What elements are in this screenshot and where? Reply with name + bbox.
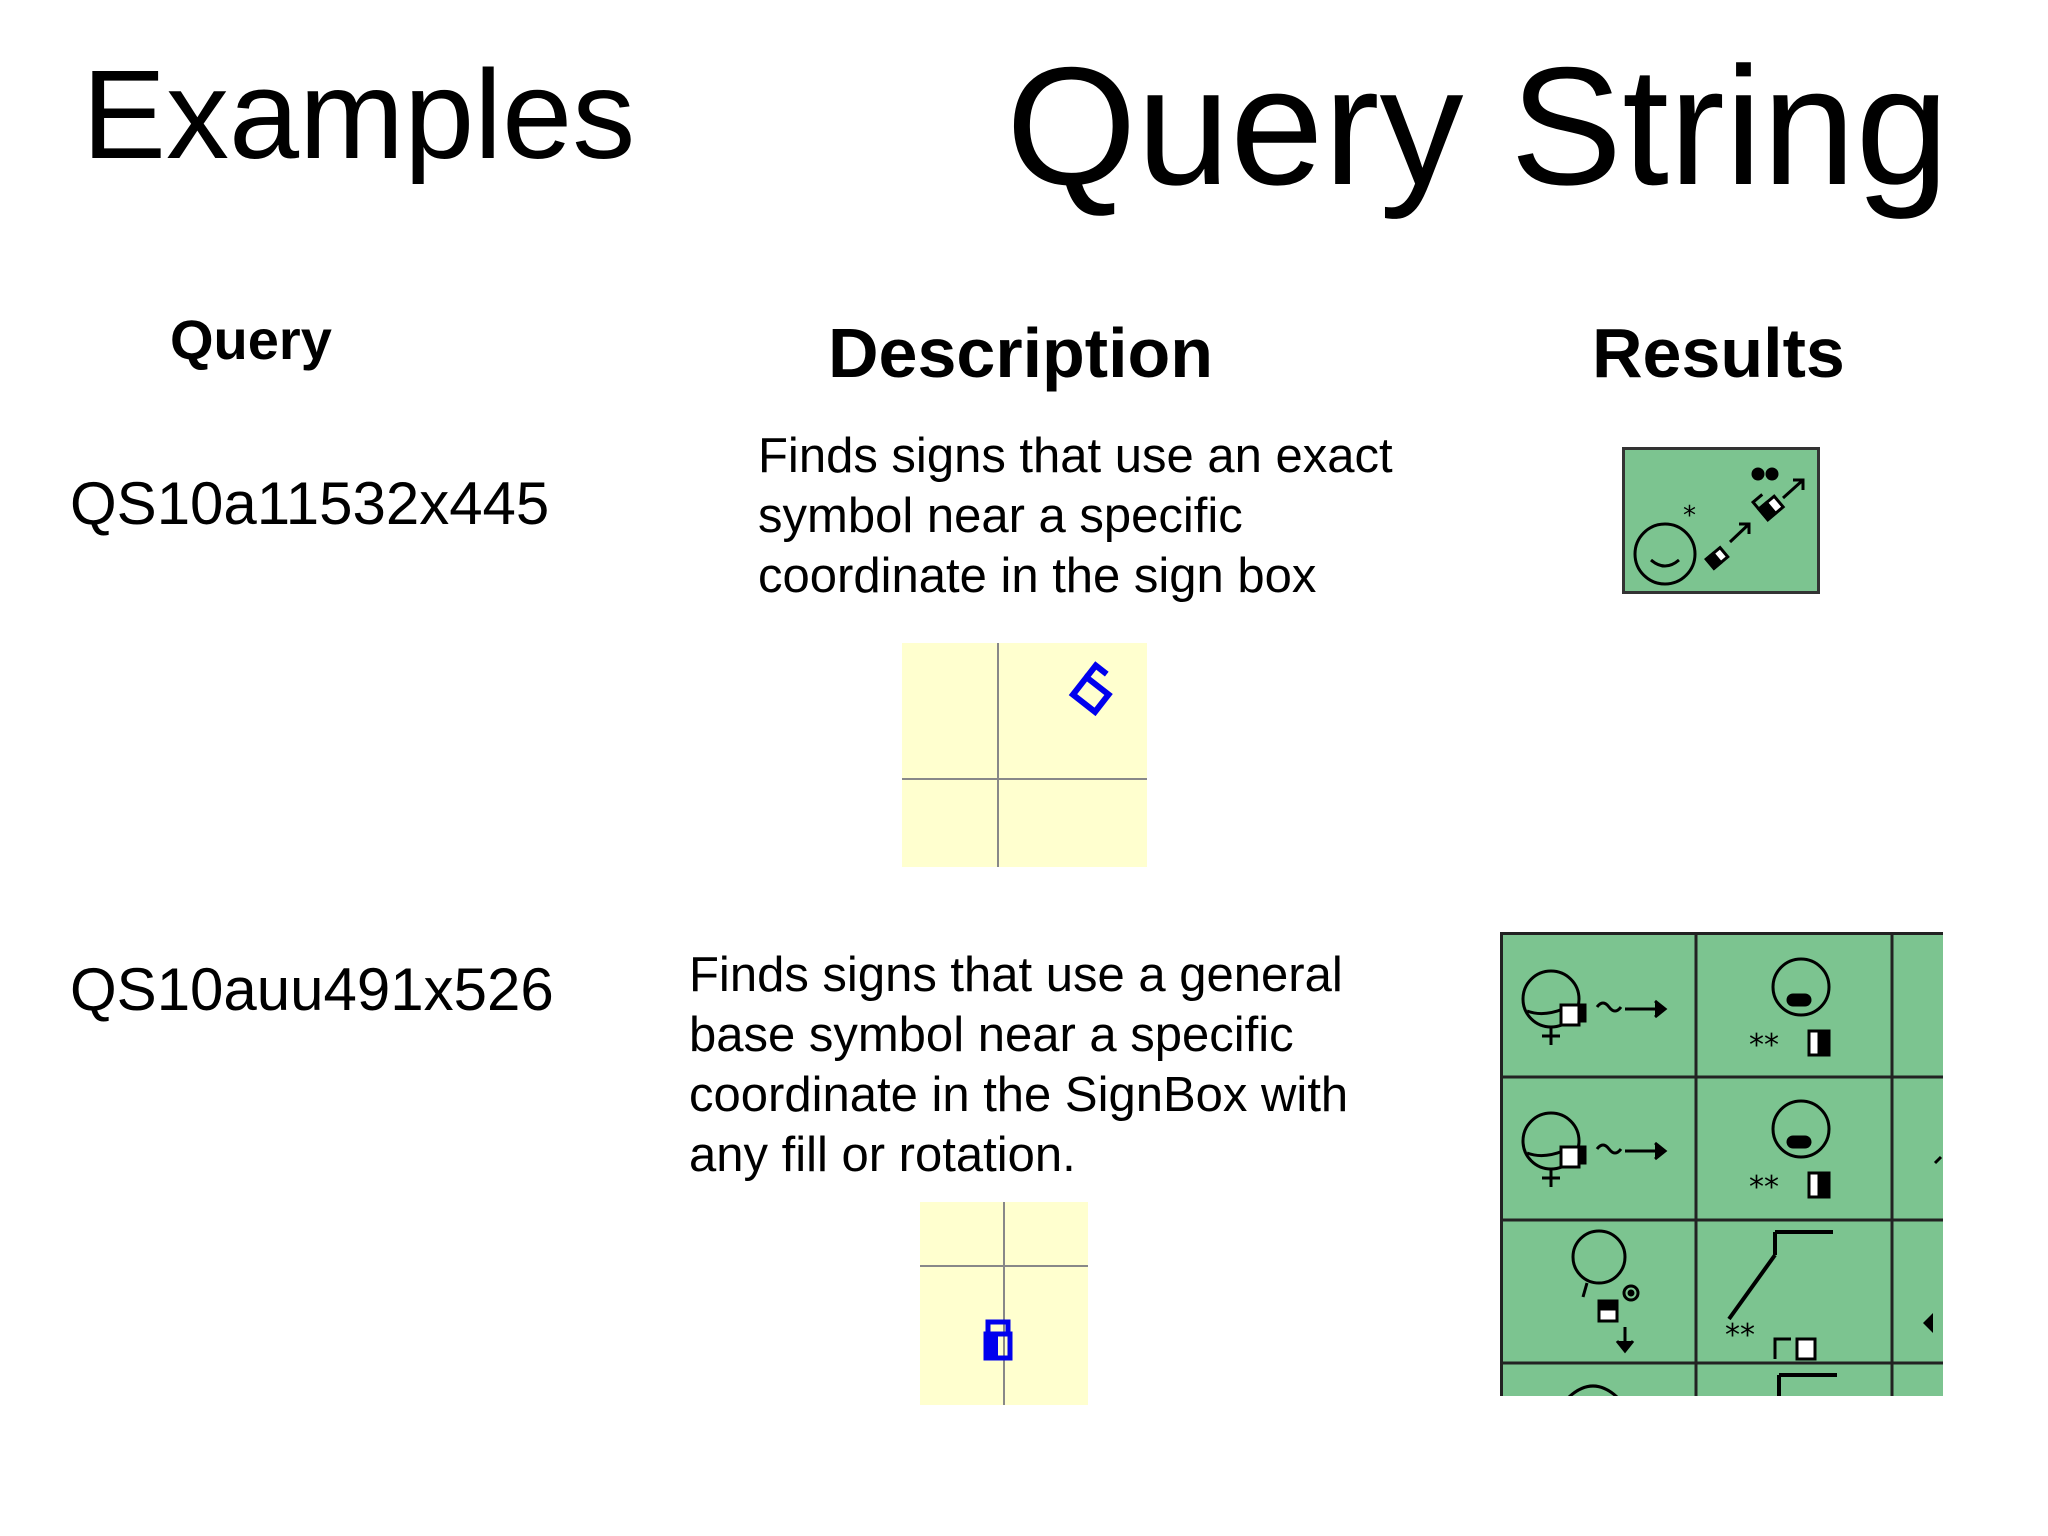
signwriting-sign-icon[interactable] <box>1521 969 1668 1045</box>
svg-text:**: ** <box>1749 1170 1779 1205</box>
results-grid: ** ** <box>1500 932 1943 1396</box>
svg-text:*: * <box>1683 501 1696 531</box>
signwriting-sign-icon[interactable] <box>1521 1111 1668 1187</box>
description-1: Finds signs that use an exact symbol nea… <box>758 429 1393 603</box>
column-header-query: Query <box>170 308 332 371</box>
result-sign-1[interactable]: * <box>1622 447 1820 594</box>
signbox-preview-2 <box>920 1202 1088 1405</box>
signwriting-sign-icon[interactable] <box>1571 1229 1640 1354</box>
hand-square-icon <box>983 1319 1013 1361</box>
column-header-results: Results <box>1592 314 1845 392</box>
query-string-2: QS10auu491x526 <box>70 956 554 1023</box>
svg-text:**: ** <box>1749 1028 1779 1063</box>
signwriting-sign-icon[interactable]: ** <box>1749 957 1831 1063</box>
signwriting-sign-icon: * <box>1633 467 1805 586</box>
slide-title-examples: Examples <box>82 44 636 185</box>
svg-text:**: ** <box>1725 1318 1755 1353</box>
query-string-1: QS10a11532x445 <box>70 470 550 537</box>
signwriting-sign-icon[interactable]: ** <box>1725 1230 1833 1361</box>
signwriting-sign-icon[interactable]: ** <box>1749 1099 1831 1205</box>
rotated-hand-square-icon <box>1068 661 1113 717</box>
slide-title-query-string: Query String <box>1006 32 1950 220</box>
column-header-description: Description <box>828 314 1214 392</box>
signbox-preview-1 <box>902 643 1147 867</box>
description-2: Finds signs that use a general base symb… <box>689 948 1349 1182</box>
